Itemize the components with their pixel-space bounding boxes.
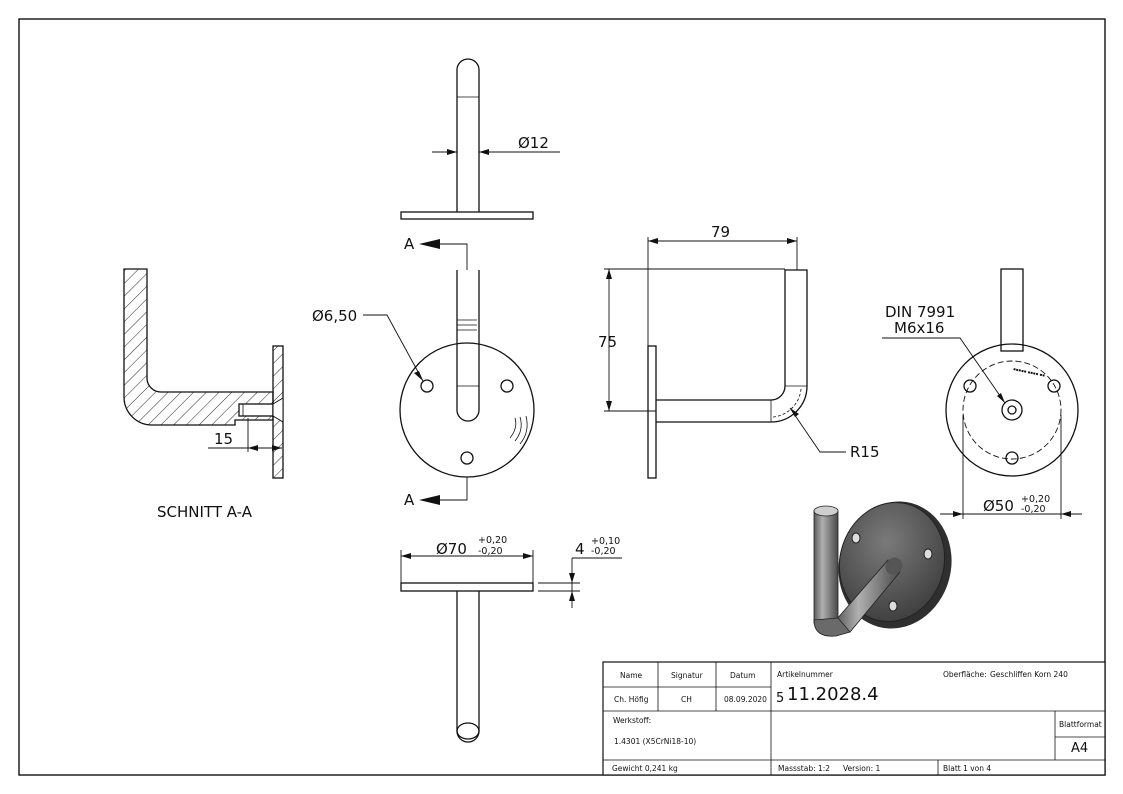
drawing-border xyxy=(18,18,1106,776)
section-view: 15 SCHNITT A-A xyxy=(123,268,284,521)
tb-werkstoff-value: 1.4301 (X5CrNi18-10) xyxy=(614,737,696,746)
plate-diameter-tol-minus: -0,20 xyxy=(478,546,503,557)
screw-size-label: M6x16 xyxy=(894,319,944,337)
tb-version: Version: 1 xyxy=(843,764,880,773)
screw-standard-label: DIN 7991 xyxy=(885,303,955,321)
bolt-circle-label: Ø50 xyxy=(983,497,1014,515)
length-label: 79 xyxy=(711,223,730,241)
tb-artikel-number: 11.2028.4 xyxy=(787,684,879,705)
section-depth-label: 15 xyxy=(214,430,233,448)
section-title: SCHNITT A-A xyxy=(157,503,253,521)
side-view: 79 75 R15 xyxy=(598,223,880,479)
radius-label: R15 xyxy=(850,443,880,461)
thickness-tol-plus: +0,10 xyxy=(591,536,620,547)
rod-diameter-label: Ø12 xyxy=(518,134,549,152)
thickness-tol-minus: -0,20 xyxy=(591,546,616,557)
svg-text:▪▪▪▪▪ ▪▪▪▪ ▪▪: ▪▪▪▪▪ ▪▪▪▪ ▪▪ xyxy=(1013,366,1046,378)
tb-gewicht: Gewicht 0,241 kg xyxy=(612,764,678,773)
front-view: A A Ø6,50 xyxy=(312,235,535,509)
tb-name: Ch. Höfig xyxy=(614,695,649,704)
tb-blattformat-label: Blattformat xyxy=(1059,720,1102,729)
tb-datum: 08.09.2020 xyxy=(724,695,767,704)
section-marker-top: A xyxy=(404,235,415,253)
plate-diameter-tol-plus: +0,20 xyxy=(478,535,507,546)
title-block: Name Signatur Datum Ch. Höfig CH 08.09.2… xyxy=(602,661,1106,776)
thickness-label: 4 xyxy=(575,540,585,558)
tb-oberflaeche-label: Oberfläche: xyxy=(943,670,987,679)
bolt-circle-tol-plus: +0,20 xyxy=(1021,494,1050,505)
tb-header-signatur: Signatur xyxy=(671,671,704,680)
tb-header-name: Name xyxy=(620,671,643,680)
isometric-view xyxy=(813,501,952,637)
rear-view: ▪▪▪▪▪ ▪▪▪▪ ▪▪ DIN 7991 M6x16 Ø50 +0,20 -… xyxy=(882,268,1082,519)
plate-diameter-label: Ø70 xyxy=(436,540,467,558)
tb-artikel-prefix: 5 xyxy=(776,691,784,706)
bolt-circle-tol-minus: -0,20 xyxy=(1021,504,1046,515)
tb-header-datum: Datum xyxy=(730,671,755,680)
tb-signatur: CH xyxy=(681,695,692,704)
bottom-view: Ø70 +0,20 -0,20 4 +0,10 -0,20 xyxy=(400,535,622,743)
height-label: 75 xyxy=(598,333,617,351)
tb-oberflaeche-value: Geschliffen Korn 240 xyxy=(990,670,1068,679)
hole-diameter-label: Ø6,50 xyxy=(312,307,357,325)
tb-blatt: Blatt 1 von 4 xyxy=(943,764,991,773)
tb-werkstoff-label: Werkstoff: xyxy=(613,716,651,725)
tb-artikel-label: Artikelnummer xyxy=(777,670,834,679)
tb-blattformat-value: A4 xyxy=(1071,741,1088,756)
section-marker-bottom: A xyxy=(404,491,415,509)
top-view: Ø12 xyxy=(400,58,560,220)
tb-massstab: Massstab: 1:2 xyxy=(778,764,830,773)
